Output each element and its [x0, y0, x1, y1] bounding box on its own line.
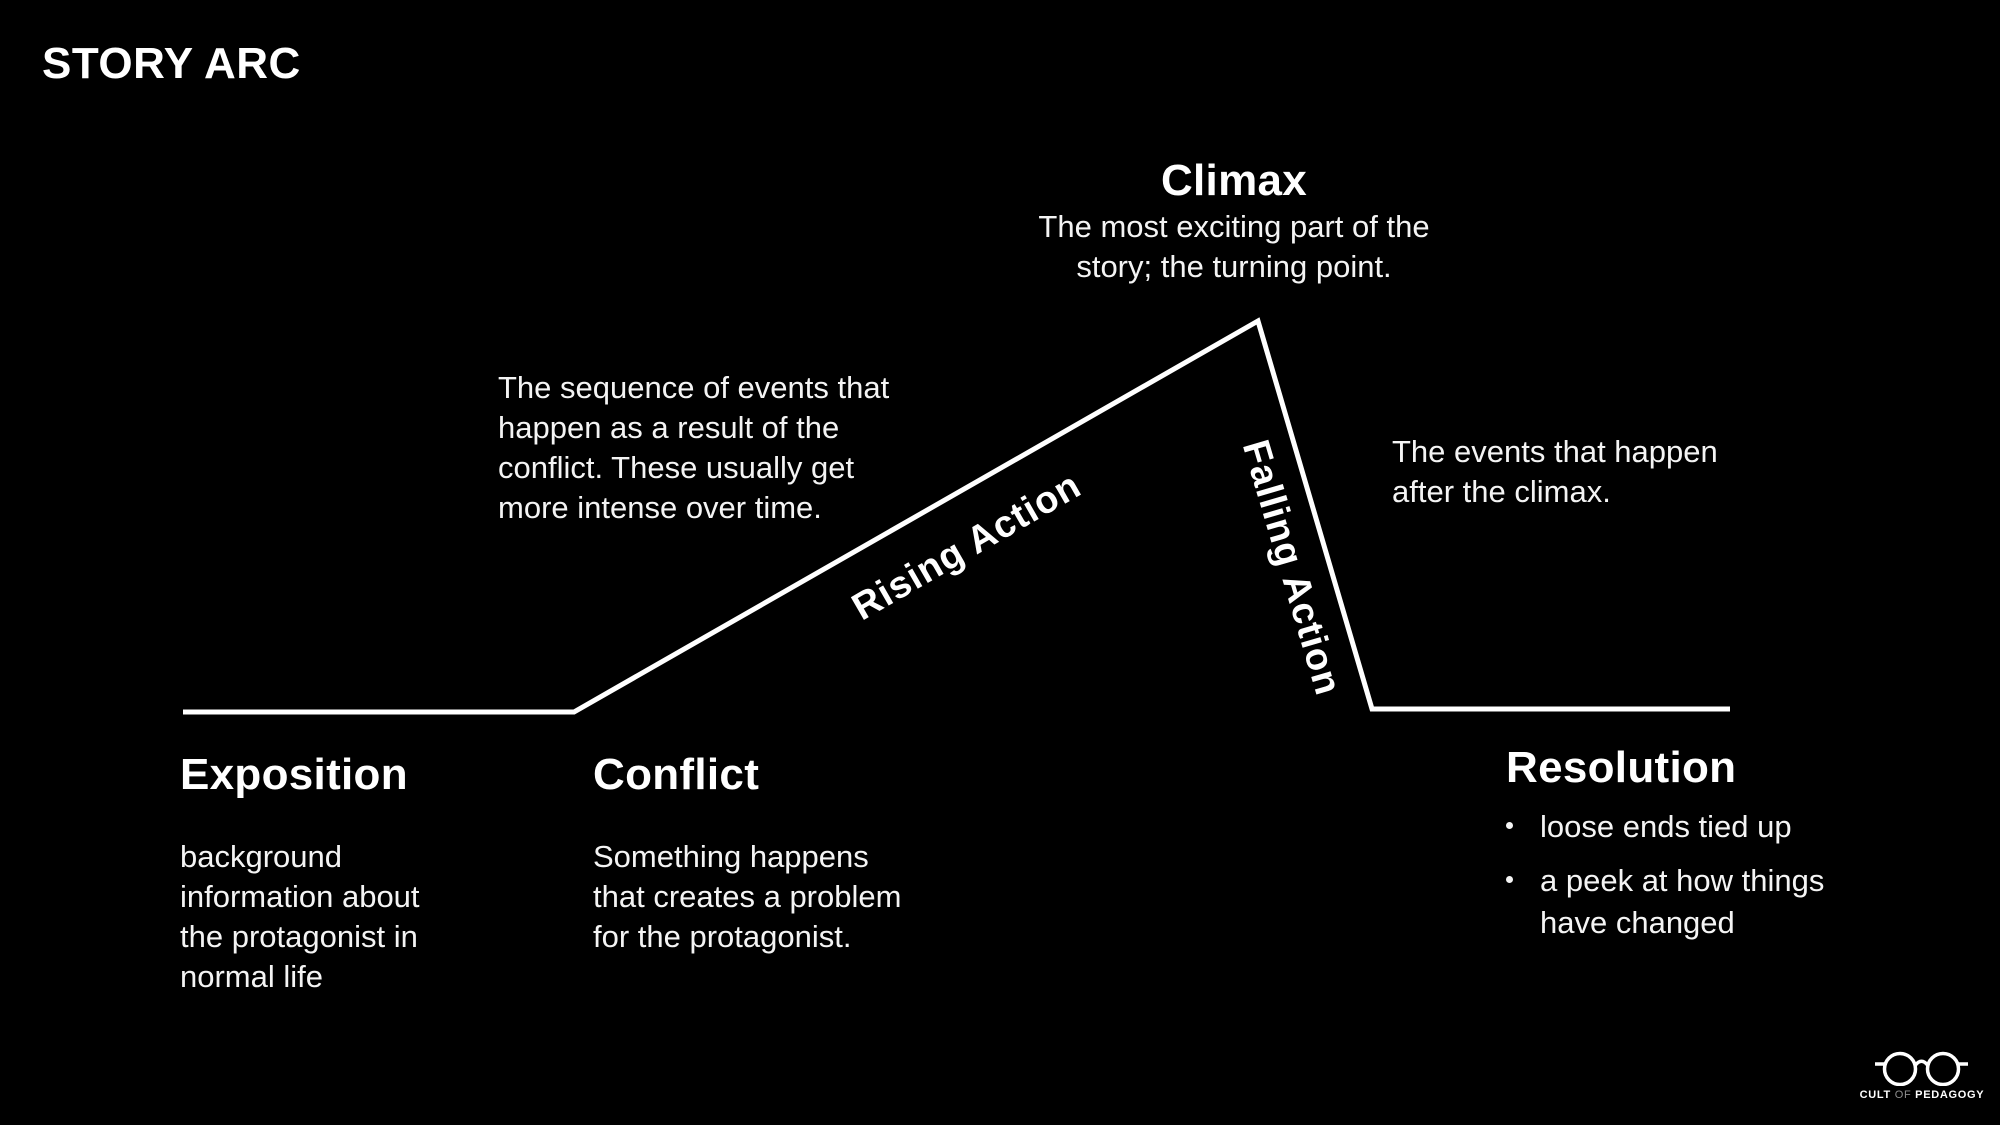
exposition-description: background information about the protago… — [180, 839, 420, 994]
arc-polyline — [183, 317, 1730, 715]
rising-action-description: The sequence of events that happen as a … — [498, 370, 890, 525]
bullet-icon — [1506, 876, 1513, 883]
resolution-heading: Resolution — [1506, 743, 1737, 792]
brand-of: OF — [1894, 1089, 1912, 1101]
conflict-heading: Conflict — [593, 750, 760, 799]
list-item: loose ends tied up — [1506, 806, 1926, 848]
brand-pedagogy: PEDAGOGY — [1915, 1089, 1985, 1101]
brand-wordmark: CULT OF PEDAGOGY — [1842, 1089, 2000, 1101]
glasses-right-lens — [1925, 1051, 1961, 1086]
conflict-description: Something happens that creates a problem… — [593, 839, 902, 954]
climax-description: The most exciting part of the story; the… — [1038, 209, 1430, 284]
bullet-icon — [1506, 822, 1513, 829]
climax-heading: Climax — [1160, 156, 1308, 205]
exposition-heading: Exposition — [180, 750, 408, 799]
falling-action-description: The events that happen after the climax. — [1392, 434, 1718, 509]
bullet-text: a peek at how things have changed — [1540, 863, 1825, 940]
glasses-icon — [1875, 1051, 1968, 1086]
list-item: a peek at how things have changed — [1506, 860, 1926, 944]
resolution-bullet-list: loose ends tied up a peek at how things … — [1506, 806, 1926, 956]
glasses-left-lens — [1882, 1051, 1918, 1086]
bullet-text: loose ends tied up — [1540, 809, 1792, 844]
brand-cult: CULT — [1859, 1089, 1891, 1101]
glasses-bridge — [1914, 1059, 1929, 1067]
slide-title: STORY ARC — [42, 39, 301, 88]
